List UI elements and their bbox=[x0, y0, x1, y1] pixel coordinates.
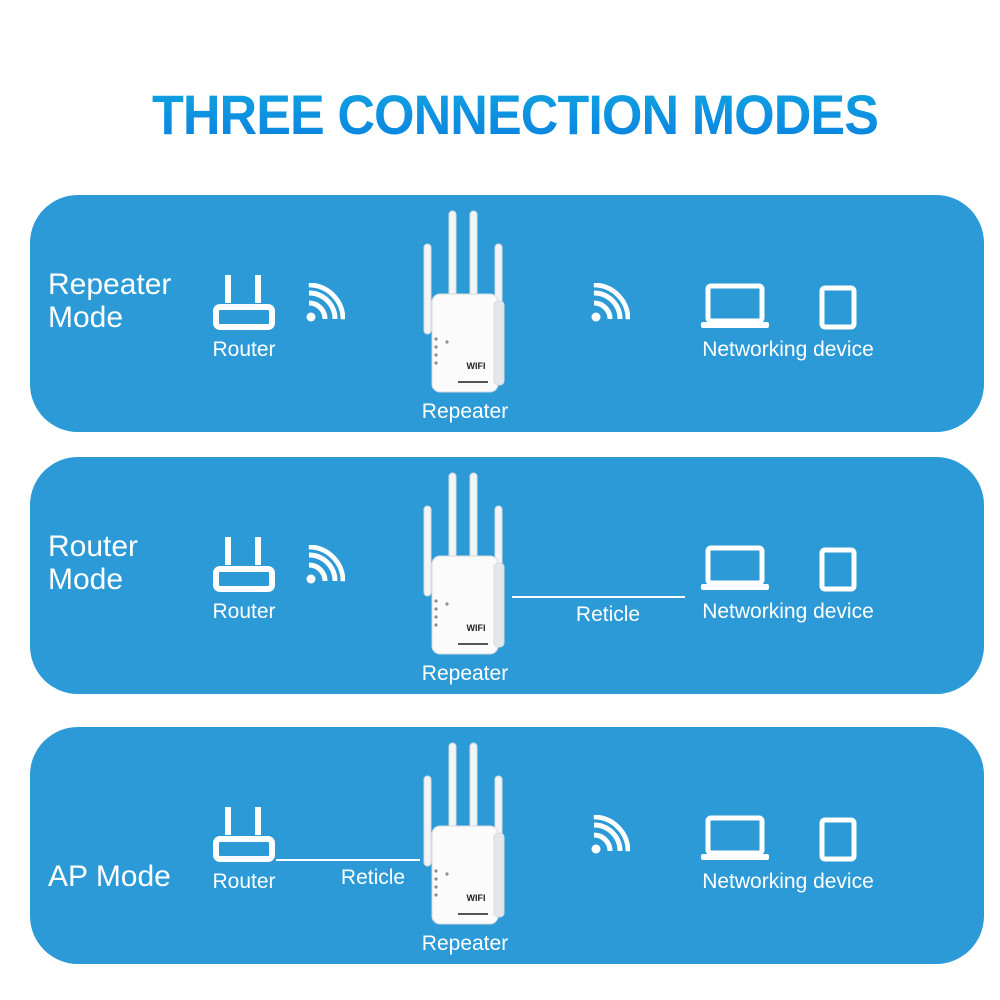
mode-title-line1: Router bbox=[48, 530, 139, 563]
svg-text:WIFI: WIFI bbox=[467, 623, 486, 633]
wifi-signal-icon bbox=[305, 544, 346, 590]
repeater-device-image: WIFI bbox=[418, 209, 510, 399]
router-label: Router bbox=[212, 600, 276, 623]
svg-text:WIFI: WIFI bbox=[467, 361, 486, 371]
laptop-icon bbox=[701, 815, 769, 866]
router-icon bbox=[213, 537, 275, 598]
router-icon bbox=[213, 275, 275, 336]
tablet-icon bbox=[819, 285, 857, 335]
page-title: THREE CONNECTION MODES bbox=[36, 82, 994, 147]
networking-device-label: Networking device bbox=[702, 338, 874, 361]
laptop-icon bbox=[701, 283, 769, 334]
repeater-device-image: WIFI bbox=[418, 471, 510, 661]
reticle-label: Reticle bbox=[340, 866, 406, 889]
svg-text:WIFI: WIFI bbox=[467, 893, 486, 903]
wifi-signal-icon bbox=[590, 282, 631, 328]
laptop-icon bbox=[701, 545, 769, 596]
repeater-label: Repeater bbox=[421, 662, 509, 685]
repeater-label: Repeater bbox=[421, 400, 509, 423]
wifi-signal-icon bbox=[590, 814, 631, 860]
mode-title: AP Mode bbox=[48, 860, 171, 893]
router-icon bbox=[213, 807, 275, 868]
tablet-icon bbox=[819, 547, 857, 597]
router-label: Router bbox=[212, 870, 276, 893]
wifi-signal-icon bbox=[305, 282, 346, 328]
repeater-device-image: WIFI bbox=[418, 741, 510, 931]
networking-device-label: Networking device bbox=[702, 600, 874, 623]
networking-device-label: Networking device bbox=[702, 870, 874, 893]
repeater-label: Repeater bbox=[421, 932, 509, 955]
tablet-icon bbox=[819, 817, 857, 867]
reticle-label: Reticle bbox=[575, 603, 641, 626]
cable-line bbox=[276, 859, 420, 861]
router-label: Router bbox=[212, 338, 276, 361]
cable-line bbox=[512, 596, 685, 598]
mode-title-line2: Mode bbox=[48, 563, 124, 596]
mode-title-line2: Mode bbox=[48, 301, 124, 334]
mode-title-line1: Repeater bbox=[48, 268, 172, 301]
